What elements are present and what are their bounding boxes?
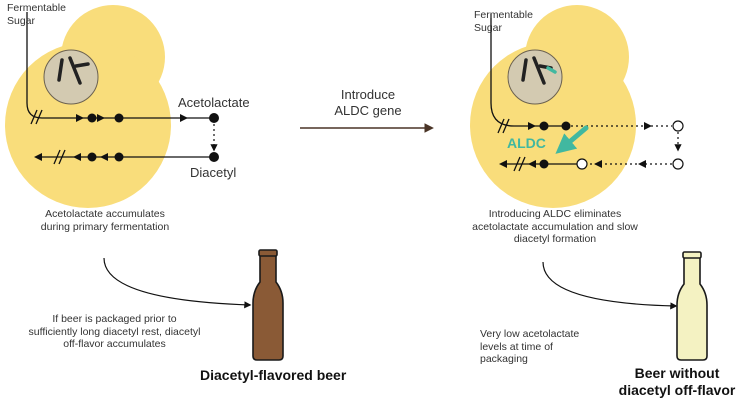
- bacteria-icon: [521, 56, 557, 85]
- left-flow-arrow: [103, 257, 252, 309]
- aldc-label: ALDC: [507, 135, 546, 151]
- beer-bottle-icon: [676, 251, 708, 361]
- right-yeast-cell-icon: [470, 5, 636, 208]
- left-packaging-note: If beer is packaged prior to sufficientl…: [28, 313, 201, 350]
- right-pathway: [490, 14, 684, 172]
- aldc-arrow: [555, 125, 589, 154]
- acetolactate-label: Acetolactate: [178, 95, 250, 110]
- left-pathway: [26, 12, 219, 165]
- left-sugar-label: Fermentable Sugar: [7, 2, 66, 27]
- introduce-aldc-label: Introduce ALDC gene: [334, 87, 402, 118]
- left-result-title: Diacetyl-flavored beer: [200, 367, 347, 383]
- right-result-title: Beer without diacetyl off-flavor: [618, 365, 736, 398]
- right-flow-arrow: [542, 261, 678, 310]
- diacetyl-label: Diacetyl: [190, 165, 237, 180]
- right-vacuole: [507, 49, 563, 105]
- right-sugar-label: Fermentable Sugar: [474, 9, 533, 34]
- bacteria-icon: [57, 56, 90, 85]
- left-vacuole: [43, 49, 99, 105]
- beer-bottle-icon: [252, 249, 284, 361]
- right-caption: Introducing ALDC eliminates acetolactate…: [472, 208, 638, 245]
- left-yeast-cell-icon: [5, 5, 171, 208]
- right-packaging-note: Very low acetolactate levels at time of …: [480, 328, 580, 365]
- left-caption: Acetolactate accumulates during primary …: [40, 208, 170, 233]
